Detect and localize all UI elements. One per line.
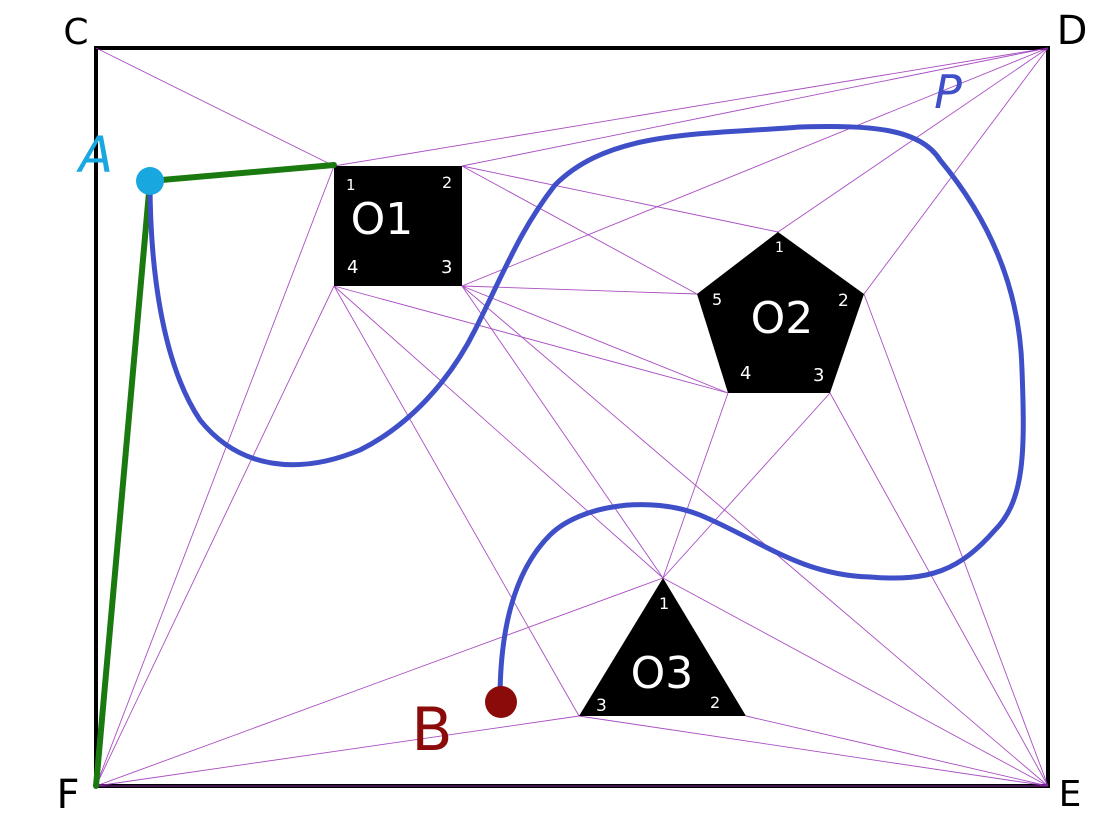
obstacle-o3-label: O3: [631, 648, 694, 699]
obstacle-o1-vertex-3: 3: [441, 257, 452, 278]
corner-d-label: D: [1057, 8, 1088, 54]
visibility-edge-o1b-D: [461, 47, 1049, 167]
visibility-edge-o1c-E: [461, 285, 1049, 787]
visibility-edge-o2c-o3a: [662, 392, 831, 579]
obstacle-o1-vertex-4: 4: [347, 257, 358, 278]
corner-e-label: E: [1059, 774, 1082, 815]
visibility-edge-o1c-o3a: [461, 285, 664, 579]
obstacle-o3: O3 1 2 3: [579, 578, 746, 716]
point-b-marker: [485, 686, 517, 718]
obstacle-o3-shape: [579, 578, 746, 716]
obstacle-o1-vertex-1: 1: [346, 176, 356, 194]
visibility-edge-o1d-F: [95, 285, 335, 787]
obstacle-o2-label: O2: [751, 293, 814, 344]
point-a-marker: [136, 167, 164, 195]
corner-f-label: F: [56, 772, 79, 818]
obstacle-o2-vertex-4: 4: [740, 363, 751, 384]
blue-path-p: [147, 124, 1026, 703]
visibility-edge-o1c-D: [461, 47, 1049, 287]
visibility-edge-o3c-F: [95, 715, 580, 787]
workspace-frame: [94, 46, 1050, 788]
visibility-edge-o3b-E: [745, 715, 1049, 787]
corner-c-label: C: [63, 12, 88, 53]
point-b-label: B: [411, 695, 452, 765]
visibility-edge-o1d-o3a: [333, 285, 664, 579]
obstacle-o1: O1 1 2 3 4: [334, 166, 462, 286]
visibility-edge-o3c-E: [578, 715, 1049, 787]
visibility-edge-o1a-F: [95, 165, 335, 787]
obstacle-o2: O2 1 2 3 4 5: [697, 232, 864, 393]
visibility-edges: [95, 47, 1049, 787]
obstacle-o1-label: O1: [351, 194, 414, 245]
visibility-edge-F-o3a: [95, 577, 664, 787]
path-p-label: P: [934, 65, 962, 119]
visibility-edge-o1d-o3c: [333, 285, 580, 717]
visibility-edge-o1b-o2e: [461, 165, 698, 295]
visibility-edge-o1c-o2e: [461, 285, 698, 295]
visibility-edge-o2c-E: [829, 392, 1049, 787]
visibility-edge-C-o1a: [95, 47, 335, 167]
visibility-edge-o1c-o2d: [461, 285, 729, 394]
visibility-edge-o1b-o2a: [461, 165, 779, 233]
point-a-label: A: [76, 126, 113, 184]
obstacle-o2-vertex-3: 3: [813, 365, 824, 386]
visibility-edge-o1a-D: [333, 47, 1049, 167]
obstacle-o3-vertex-2: 2: [710, 693, 720, 712]
visibility-edge-o3a-E: [662, 577, 1049, 787]
obstacle-o1-shape: [334, 166, 462, 286]
visibility-edge-o2b-E: [863, 293, 1049, 787]
obstacle-o2-shape: [697, 232, 864, 393]
obstacle-o2-vertex-5: 5: [712, 290, 722, 309]
obstacle-o3-vertex-1: 1: [659, 594, 669, 613]
visibility-edge-o1d-o2d: [333, 285, 729, 394]
obstacle-o2-vertex-1: 1: [775, 240, 784, 256]
obstacle-o2-vertex-2: 2: [838, 291, 849, 311]
visibility-edge-o2b-D: [863, 47, 1049, 295]
obstacle-o1-vertex-2: 2: [442, 173, 452, 192]
obstacle-o3-vertex-3: 3: [596, 696, 607, 716]
